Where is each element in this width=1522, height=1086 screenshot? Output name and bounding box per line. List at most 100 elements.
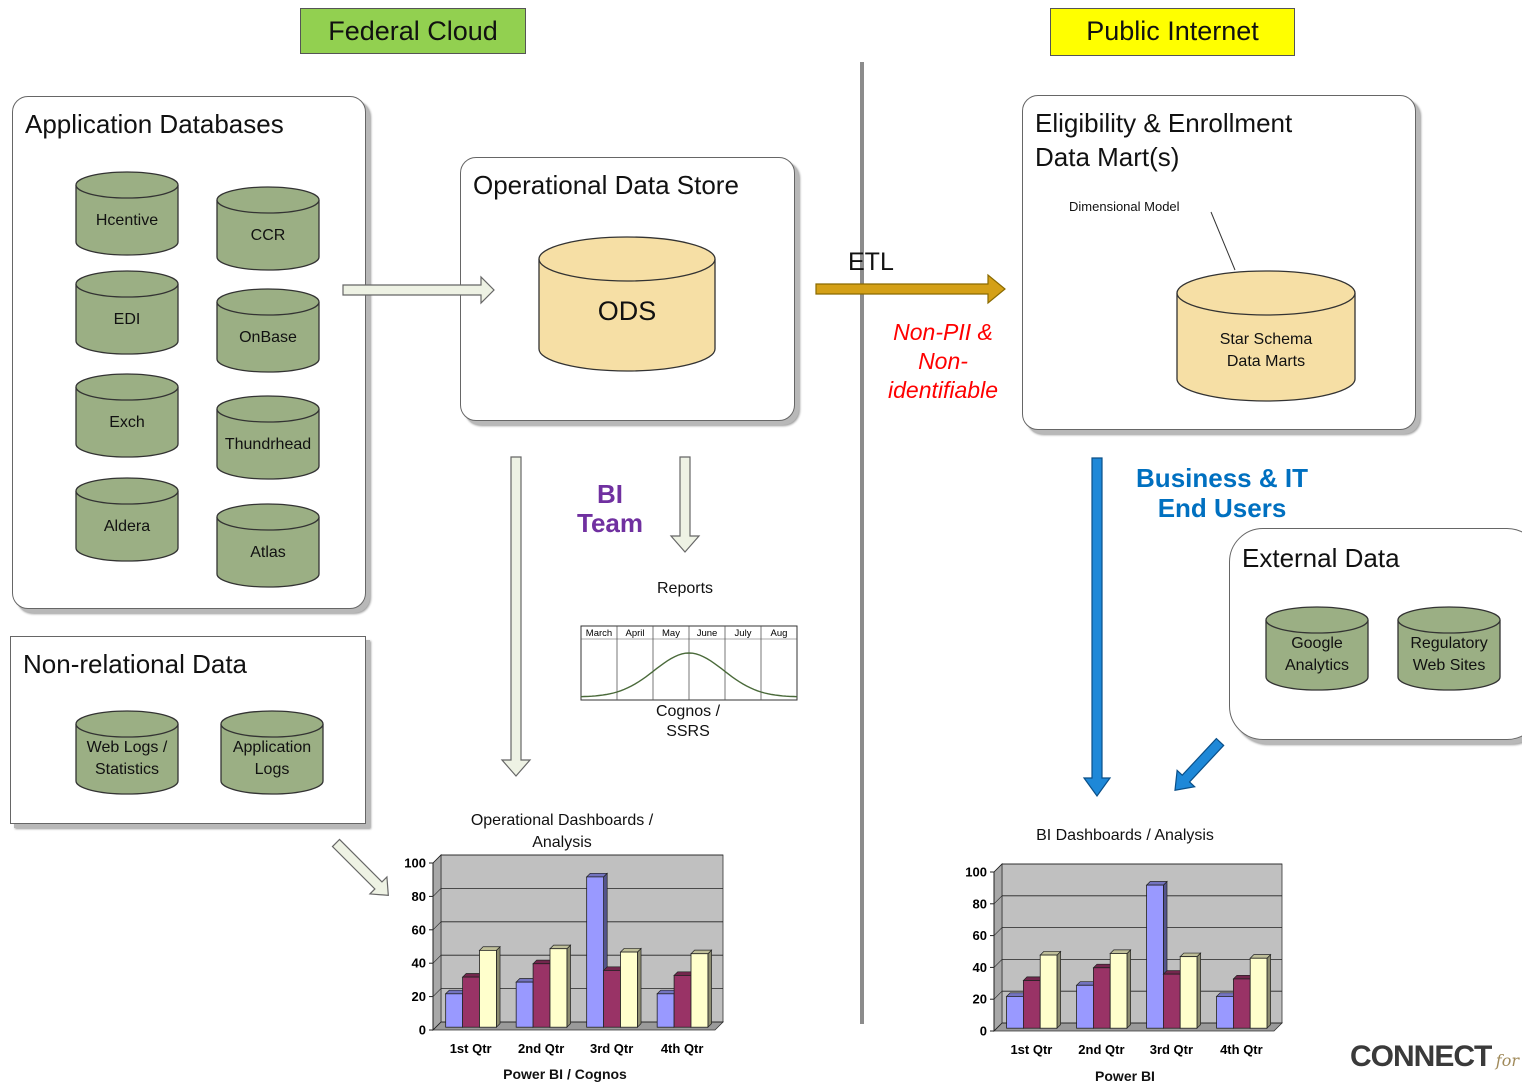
db-onbase: OnBase: [216, 288, 320, 373]
dimensional-model-label: Dimensional Model: [1069, 199, 1180, 214]
db-ods-label: ODS: [597, 296, 657, 326]
arrow-external-to-bi-dashboards: [1174, 737, 1225, 792]
operational-dashboards-title: Operational Dashboards / Analysis: [470, 812, 654, 851]
reports-title: Reports: [656, 580, 714, 597]
right-bar-top: [1039, 951, 1062, 956]
left-bar-top: [549, 944, 572, 950]
business-it-users-label: Business & IT End Users: [1136, 463, 1308, 523]
db-regulatory-web-sites-label: Regulatory Web Sites: [1410, 635, 1488, 674]
db-exch-label: Exch: [109, 414, 145, 431]
left-bar-top: [619, 948, 642, 953]
external-data-title: External Data: [1242, 543, 1400, 573]
right-bar-top: [1109, 949, 1132, 954]
right-ytick-label: 0: [980, 1024, 987, 1039]
db-web-logs: Web Logs / Statistics: [75, 710, 179, 795]
left-ytick-label: 100: [404, 856, 426, 871]
db-web-logs-label: Web Logs / Statistics: [86, 739, 168, 778]
right-category-label: 3rd Qtr: [1150, 1042, 1193, 1057]
arrow-ee-to-bi-dashboards: [1082, 457, 1112, 798]
connect-logo-suffix: for: [1495, 1051, 1519, 1070]
operational-data-store-title: Operational Data Store: [473, 170, 739, 200]
reports-month-label: June: [697, 628, 718, 639]
left-bar: [603, 970, 621, 1028]
left-bar-side: [566, 944, 571, 1029]
right-bar: [1249, 957, 1268, 1029]
left-bar-top: [478, 946, 501, 951]
db-ccr: CCR: [216, 186, 320, 271]
db-hcentive-label: Hcentive: [95, 212, 159, 229]
db-application-logs-label: Application Logs: [232, 739, 312, 778]
db-star-schema-label: Star Schema Data Marts: [1219, 331, 1313, 370]
left-bar: [532, 963, 551, 1028]
left-category-label: 3rd Qtr: [590, 1041, 633, 1056]
right-bar-top: [1145, 881, 1168, 886]
left-category-label: 4th Qtr: [661, 1041, 704, 1056]
etl-label: ETL: [848, 248, 894, 276]
left-ytick-label: 60: [412, 922, 426, 937]
left-grid-side: [432, 921, 442, 931]
bi-dashboards-caption: Power BI: [1095, 1068, 1155, 1084]
right-bar: [1109, 953, 1128, 1029]
right-bar: [1163, 973, 1181, 1029]
right-bar: [1179, 956, 1198, 1029]
right-bar-side: [1056, 950, 1061, 1030]
right-bar-side: [1266, 953, 1271, 1030]
non-relational-data-title: Non-relational Data: [23, 649, 248, 679]
eligibility-enrollment-title: Eligibility & Enrollment Data Mart(s): [1035, 108, 1293, 172]
db-aldera-label: Aldera: [103, 518, 151, 535]
right-grid-side: [993, 1022, 1003, 1032]
etl-note: Non-PII & Non- identifiable: [888, 319, 998, 403]
right-ytick-label: 60: [973, 928, 987, 943]
left-bar-top: [690, 949, 713, 955]
operational-dashboards-caption: Power BI / Cognos: [503, 1066, 627, 1082]
left-ytick-label: 80: [412, 889, 426, 904]
left-bar: [586, 876, 604, 1028]
db-atlas: Atlas: [216, 503, 320, 588]
right-grid-side: [993, 895, 1003, 905]
left-grid-side: [432, 954, 442, 964]
right-category-label: 1st Qtr: [1010, 1042, 1052, 1057]
etl-arrow: [815, 273, 1006, 305]
right-side-wall: [993, 863, 1003, 1032]
left-bar-side: [707, 949, 712, 1029]
left-grid-side: [432, 1021, 442, 1031]
reports-month-label: Aug: [771, 628, 788, 639]
db-thundrhead: Thundrhead: [216, 395, 320, 480]
arrow-appdb-to-ods: [342, 275, 495, 305]
left-bar-side: [496, 945, 501, 1029]
left-category-label: 2nd Qtr: [518, 1041, 564, 1056]
reports-month-label: May: [662, 628, 680, 639]
reports-month-label: July: [735, 628, 752, 639]
federal-cloud-label: Federal Cloud: [300, 8, 526, 54]
db-google-analytics-label: Google Analytics: [1284, 635, 1350, 674]
left-bar: [620, 951, 638, 1028]
right-bar: [1006, 996, 1024, 1029]
right-grid-side: [993, 990, 1003, 1000]
right-bar: [1093, 967, 1111, 1029]
right-grid-side: [993, 959, 1003, 968]
db-regulatory-web-sites: Regulatory Web Sites: [1397, 606, 1501, 691]
left-category-label: 1st Qtr: [450, 1041, 492, 1056]
right-bar: [1216, 996, 1234, 1029]
right-bar-side: [1126, 949, 1131, 1030]
arrow-nonrel-to-dashboards: [331, 838, 389, 896]
right-grid-side: [993, 863, 1003, 873]
right-ytick-label: 20: [973, 992, 987, 1007]
left-grid-side: [432, 988, 442, 997]
right-category-label: 4th Qtr: [1220, 1042, 1263, 1057]
left-grid-side: [432, 888, 442, 897]
left-bar: [479, 949, 497, 1028]
zone-divider: [860, 62, 864, 1024]
left-bar-top: [585, 872, 609, 878]
right-bar: [1146, 884, 1164, 1029]
db-aldera: Aldera: [75, 477, 179, 562]
arrow-ods-to-reports: [669, 456, 701, 553]
db-application-logs: Application Logs: [220, 710, 324, 795]
reports-month-label: April: [625, 628, 644, 639]
connect-logo: CONNECT for: [1350, 1040, 1522, 1078]
right-bar: [1023, 980, 1041, 1029]
